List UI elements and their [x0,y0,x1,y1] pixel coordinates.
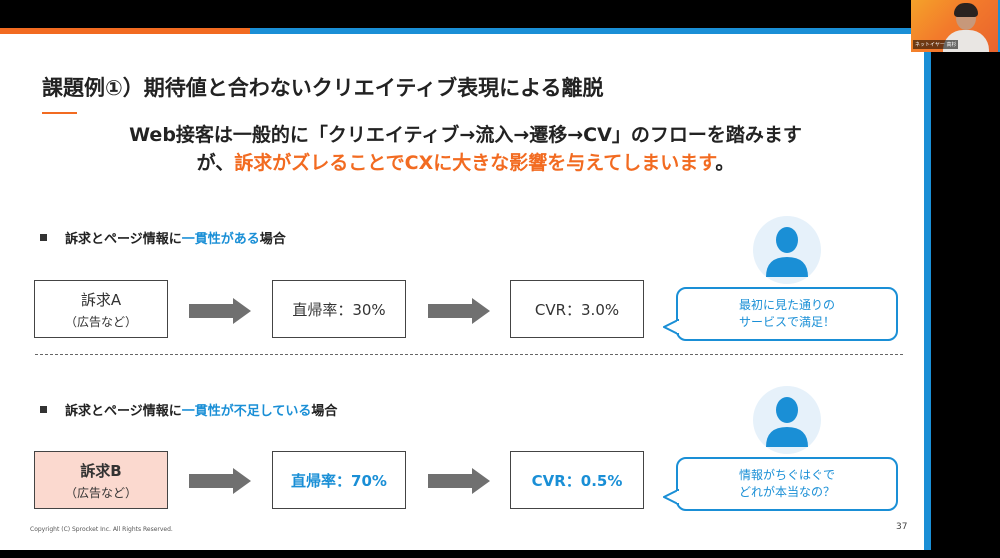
top-bar-orange [0,28,250,34]
case-a-appeal-sub: （広告など） [64,314,137,329]
case-a-appeal-box: 訴求A （広告など） [34,280,168,338]
person-icon [753,216,821,284]
case-b-heading-accent: 一貫性が不足している [181,404,312,419]
case-b-bounce-rate: 直帰率：70% [291,471,387,490]
lead-line-1: Web接客は一般的に「クリエイティブ→流入→遷移→CV」のフローを踏みます [129,124,802,146]
case-a-cvr: CVR：3.0% [534,300,620,319]
person-icon [753,386,821,454]
case-a-appeal-title: 訴求A [80,290,122,309]
case-b-heading-prefix: 訴求とページ情報に [65,404,182,419]
section-divider [35,354,903,355]
slide-title: 課題例①）期待値と合わないクリエイティブ表現による離脱 [42,76,604,100]
case-b-heading: 訴求とページ情報に一貫性が不足している場合 [40,400,337,419]
webcam-thumbnail[interactable]: ネットイヤー 高杉 [911,0,1000,52]
case-b-appeal-box: 訴求B （広告など） [34,451,168,509]
case-a-speech-bubble: 最初に見た通りの サービスで満足！ [676,287,898,341]
webcam-edge [998,0,1000,52]
arrow-right-icon [428,468,490,494]
case-b-heading-suffix: 場合 [311,404,338,419]
case-a-bounce-rate: 直帰率：30% [292,300,386,319]
case-b-appeal-sub: （広告など） [64,485,137,500]
case-b-speech-bubble: 情報がちぐはぐで どれが本当なの？ [676,457,898,511]
bullet-square-icon [40,406,47,413]
case-a-bubble-line1: 最初に見た通りの [738,298,835,312]
case-a-heading-suffix: 場合 [259,232,286,247]
case-a-heading: 訴求とページ情報に一貫性がある場合 [40,228,286,247]
speech-bubble-tail [663,319,679,335]
webcam-person-hair [954,3,978,17]
lead-line-2-accent: 訴求がズレることでCXに大きな影響を与えてしまいます [234,152,716,174]
lead-line-2-prefix: が、 [196,152,235,174]
page-number: 37 [896,522,908,532]
case-b-bubble-line1: 情報がちぐはぐで [738,468,836,482]
presentation-slide: 課題例①）期待値と合わないクリエイティブ表現による離脱 Web接客は一般的に「ク… [0,28,931,550]
case-a-cvr-box: CVR：3.0% [510,280,644,338]
case-a-bounce-box: 直帰率：30% [272,280,406,338]
case-b-bounce-box: 直帰率：70% [272,451,406,509]
copyright-text: Copyright (C) Sprocket Inc. All Rights R… [30,526,173,533]
case-b-bubble-line2: どれが本当なの？ [738,485,835,499]
speech-bubble-tail [663,489,679,505]
arrow-right-icon [189,468,251,494]
case-a-heading-accent: 一貫性がある [181,232,260,247]
lead-line-2: が、訴求がズレることでCXに大きな影響を与えてしまいます。 [0,148,931,175]
title-underline [42,112,77,114]
case-b-cvr: CVR：0.5% [531,471,623,490]
arrow-right-icon [189,298,251,324]
bullet-square-icon [40,234,47,241]
lead-line-2-suffix: 。 [715,152,735,174]
case-a-bubble-line2: サービスで満足！ [738,315,835,329]
arrow-right-icon [428,298,490,324]
webcam-name-tag: ネットイヤー 高杉 [913,40,959,49]
case-a-heading-prefix: 訴求とページ情報に [65,232,182,247]
top-bar-blue [250,28,931,34]
case-b-appeal-title: 訴求B [80,461,122,480]
case-b-cvr-box: CVR：0.5% [510,451,644,509]
right-edge-bar [924,28,931,550]
